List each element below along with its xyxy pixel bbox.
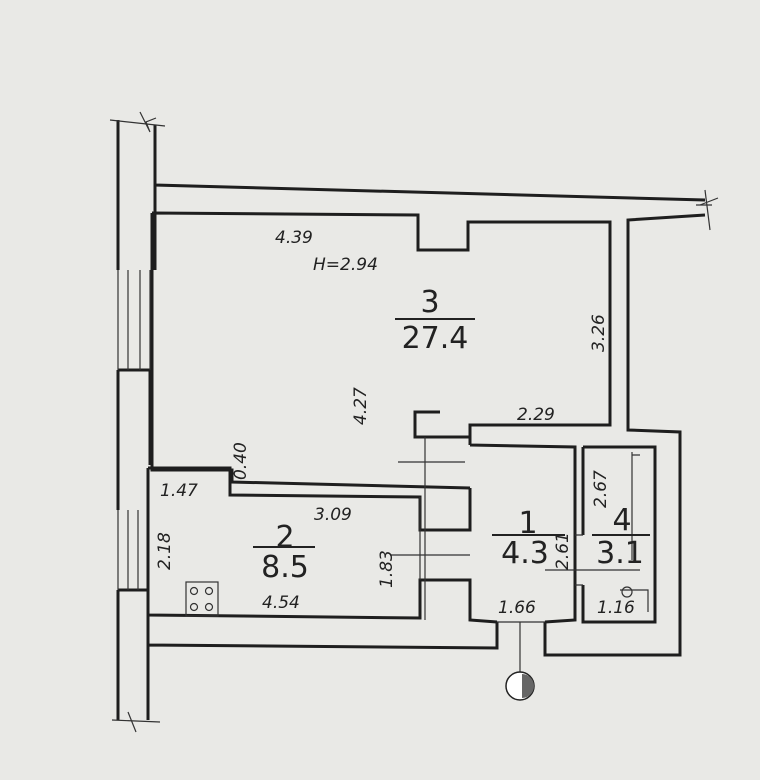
ceiling-height: H=2.94 — [313, 255, 378, 275]
dim-r3-left: 4.27 — [351, 387, 371, 425]
svg-text:3.1: 3.1 — [596, 536, 644, 571]
svg-text:3: 3 — [420, 285, 439, 320]
dim-r2-top-left: 1.47 — [160, 481, 198, 501]
room-1-outline — [468, 437, 577, 624]
dim-r4-bottom: 1.16 — [597, 598, 635, 618]
svg-text:1: 1 — [518, 506, 537, 541]
svg-text:8.5: 8.5 — [261, 550, 309, 585]
dim-r2-bottom: 4.54 — [262, 593, 300, 613]
dim-r1-bottom: 1.66 — [498, 598, 536, 618]
dim-r4-side: 2.67 — [591, 470, 611, 508]
dim-r2-top: 3.09 — [314, 505, 352, 525]
room-3-outline — [150, 211, 612, 490]
riser-marker-icon — [505, 671, 535, 701]
dim-r3-right: 3.26 — [589, 314, 609, 352]
svg-text:27.4: 27.4 — [402, 321, 469, 356]
svg-text:4: 4 — [612, 503, 631, 538]
dim-niche: 0.40 — [231, 442, 251, 480]
room-3-label: 3 27.4 — [395, 285, 475, 356]
dim-r3-top: 4.39 — [275, 228, 313, 248]
room-4-label: 4 3.1 — [592, 503, 650, 571]
exterior-walls — [109, 111, 719, 733]
room-4-outline — [581, 445, 657, 624]
dim-r2-left: 2.18 — [155, 532, 175, 570]
toilet-icon — [621, 586, 633, 598]
dim-r1-right: 2.61 — [553, 532, 573, 570]
svg-text:4.3: 4.3 — [501, 536, 549, 571]
dim-r3-bottom: 2.29 — [517, 405, 555, 425]
stove-icon — [185, 581, 219, 617]
dim-r2-right: 1.83 — [377, 550, 397, 588]
room-2-outline — [146, 466, 498, 624]
room-1-label: 1 4.3 — [492, 506, 565, 571]
room-2-label: 2 8.5 — [253, 520, 315, 585]
